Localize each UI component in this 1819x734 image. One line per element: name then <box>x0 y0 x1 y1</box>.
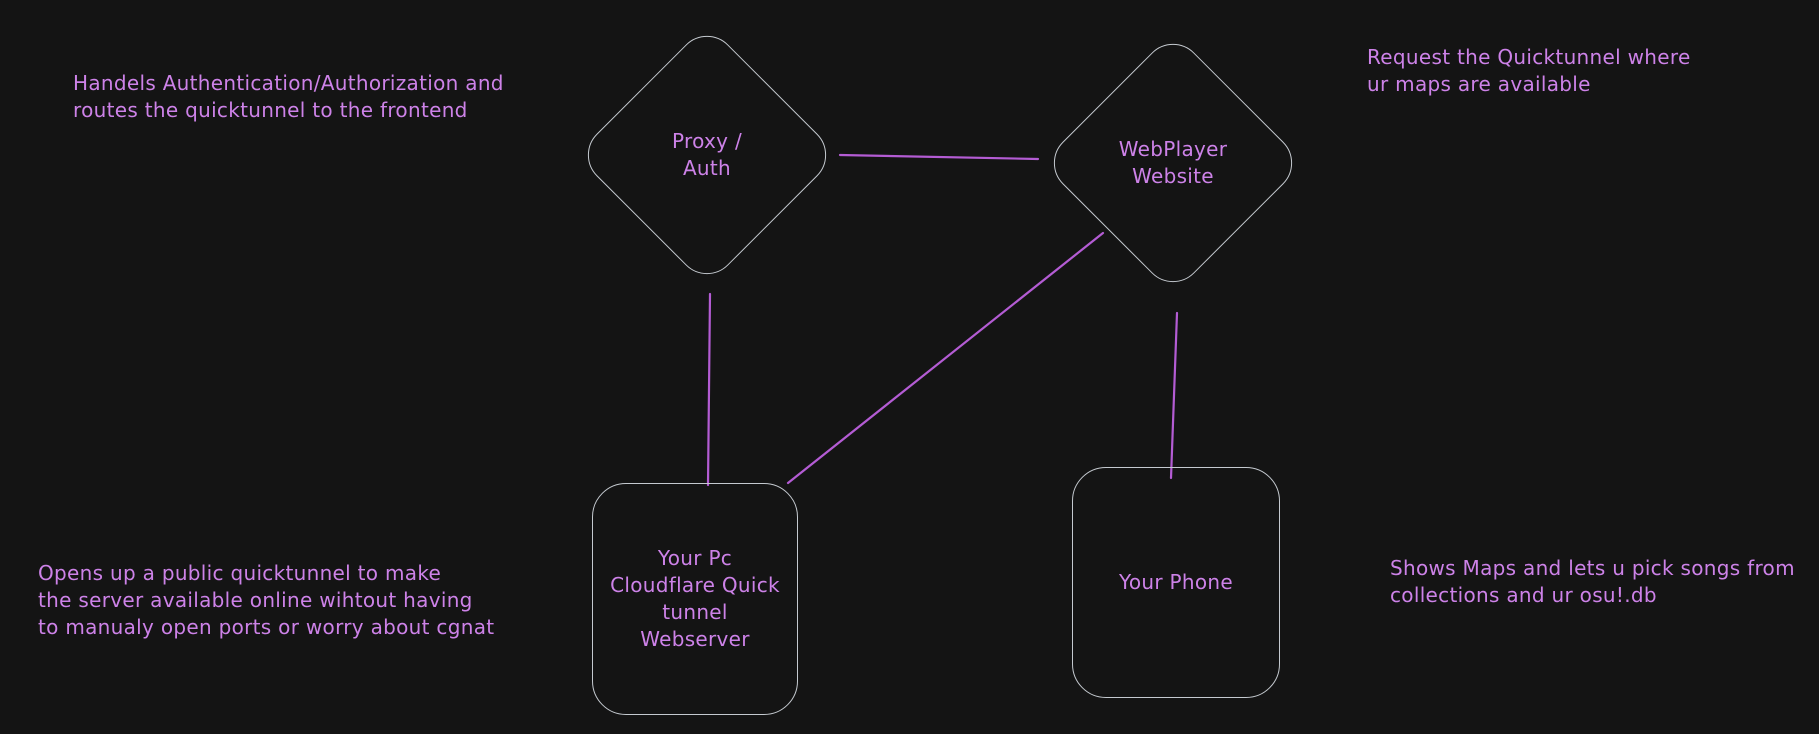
connector-proxyauth-pcwebserver[interactable] <box>706 292 712 487</box>
node-label-proxy-auth: Proxy / Auth <box>672 129 742 180</box>
annotation-phone-maps[interactable]: Shows Maps and lets u pick songs from co… <box>1390 556 1795 607</box>
annotation-webplayer-request[interactable]: Request the Quicktunnel where ur maps ar… <box>1367 45 1691 96</box>
node-label-webplayer: WebPlayer Website <box>1118 137 1228 188</box>
node-pc-webserver[interactable]: Your Pc Cloudflare Quick tunnel Webserve… <box>592 483 798 715</box>
node-webplayer-website[interactable]: WebPlayer Website <box>1041 31 1305 295</box>
node-label-pc-webserver: Your Pc Cloudflare Quick tunnel Webserve… <box>610 546 780 651</box>
rounded-rect-shape <box>592 483 798 715</box>
node-your-phone[interactable]: Your Phone <box>1072 467 1280 698</box>
connector-proxyauth-webplayer[interactable] <box>838 153 1040 161</box>
connector-webplayer-phone[interactable] <box>1169 311 1179 480</box>
annotation-quicktunnel[interactable]: Opens up a public quicktunnel to make th… <box>38 561 495 639</box>
node-proxy-auth[interactable]: Proxy / Auth <box>575 23 839 287</box>
node-label-your-phone: Your Phone <box>1118 570 1233 594</box>
rounded-rect-shape <box>1072 467 1280 698</box>
annotation-proxy-auth[interactable]: Handels Authentication/Authorization and… <box>73 71 504 122</box>
connector-webplayer-pcwebserver[interactable] <box>786 231 1105 485</box>
